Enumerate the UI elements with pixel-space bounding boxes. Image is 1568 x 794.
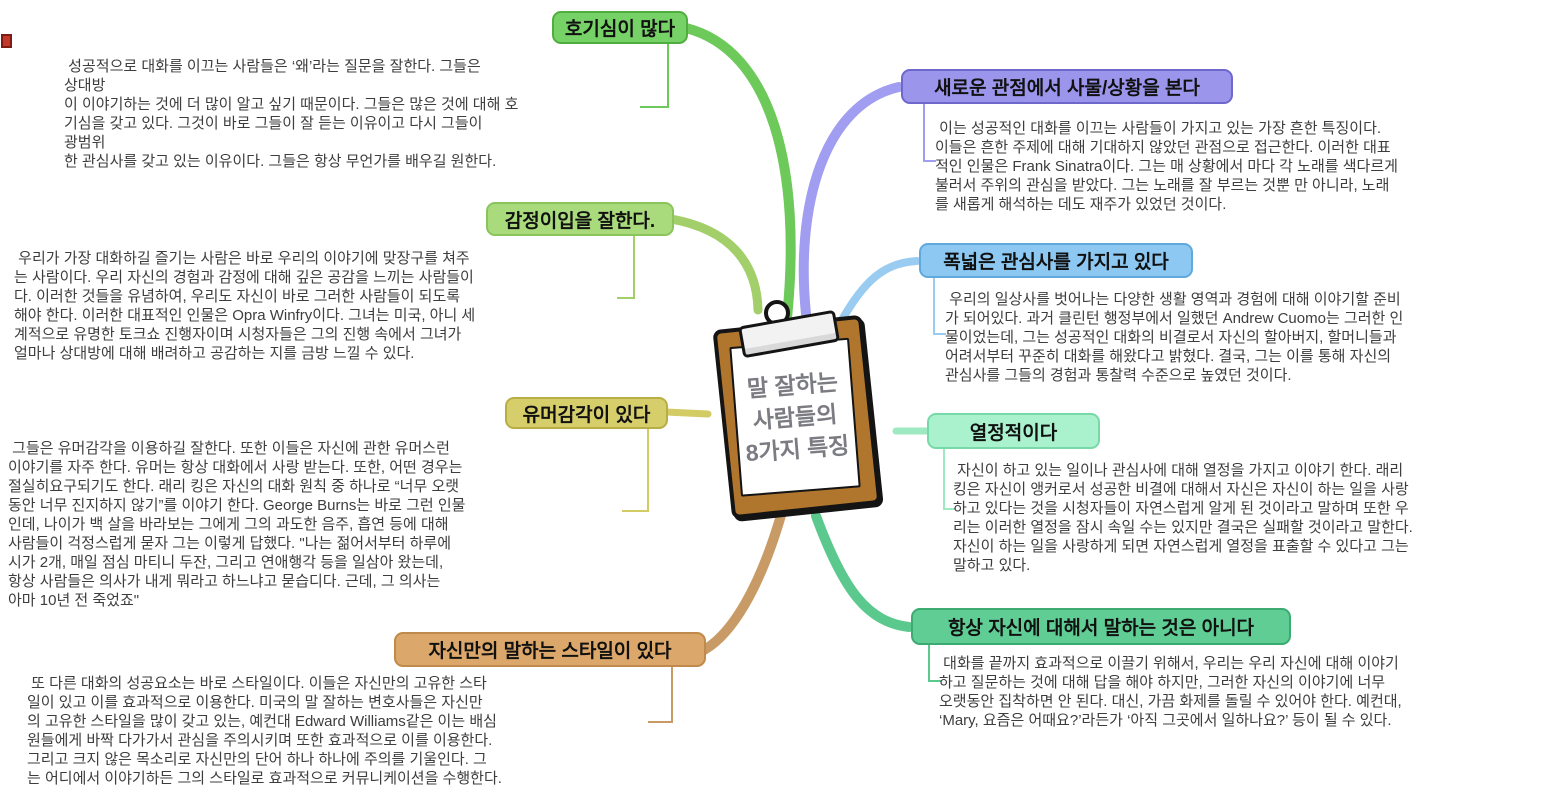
node-empathy[interactable]: 감정이입을 잘한다.	[486, 202, 674, 236]
bracket-interests	[933, 277, 946, 335]
node-passion-label: 열정적이다	[969, 422, 1058, 444]
branch-line-perspective	[798, 82, 904, 319]
body-empathy[interactable]: 우리가 가장 대화하길 즐기는 사람은 바로 우리의 이야기에 맞장구를 쳐주 …	[14, 250, 476, 362]
body-style[interactable]: 또 다른 대화의 성공요소는 바로 스타일이다. 이들은 자신만의 고유한 스타…	[27, 675, 502, 787]
bracket-passion	[943, 448, 956, 510]
body-notself[interactable]: 대화를 끝까지 효과적으로 이끌기 위해서, 우리는 우리 자신에 대해 이야기…	[939, 655, 1402, 729]
node-notself[interactable]: 항상 자신에 대해서 말하는 것은 아니다	[911, 608, 1291, 645]
node-humor[interactable]: 유머감각이 있다	[505, 397, 668, 429]
branch-line-notself	[811, 511, 914, 632]
body-interests[interactable]: 우리의 일상사를 벗어나는 다양한 생활 영역과 경험에 대해 이야기할 준비 …	[945, 291, 1404, 384]
bracket-style	[648, 666, 673, 723]
body-humor[interactable]: 그들은 유머감각을 이용하길 잘한다. 또한 이들은 자신에 관한 유머스런 이…	[8, 440, 466, 609]
node-style[interactable]: 자신만의 말하는 스타일이 있다	[394, 632, 706, 667]
node-perspective-label: 새로운 관점에서 사물/상황을 본다	[934, 78, 1200, 99]
root-title: 말 잘하는 사람들의 8가지 특징	[744, 368, 851, 467]
branch-line-curious	[681, 23, 796, 323]
node-curious[interactable]: 호기심이 많다	[552, 11, 688, 44]
body-perspective[interactable]: 이는 성공적인 대화를 이끄는 사람들이 가지고 있는 가장 흔한 특징이다. …	[935, 120, 1398, 213]
node-notself-label: 항상 자신에 대해서 말하는 것은 아니다	[947, 618, 1255, 639]
bracket-empathy	[617, 236, 635, 299]
branch-line-humor	[662, 408, 712, 418]
bracket-curious	[640, 44, 669, 108]
bracket-notself	[928, 644, 941, 682]
node-style-label: 자신만의 말하는 스타일이 있다	[428, 641, 672, 662]
bracket-perspective	[923, 103, 936, 162]
node-passion[interactable]: 열정적이다	[927, 413, 1100, 449]
branch-line-empathy	[666, 214, 763, 315]
node-interests-label: 폭넓은 관심사를 가지고 있다	[943, 252, 1169, 273]
branch-line-style	[699, 507, 787, 655]
red-marker-icon	[1, 34, 12, 48]
node-perspective[interactable]: 새로운 관점에서 사물/상황을 본다	[901, 69, 1233, 104]
clipboard-paper: 말 잘하는 사람들의 8가지 특징	[729, 337, 861, 497]
node-curious-label: 호기심이 많다	[564, 19, 676, 40]
body-curious[interactable]: 성공적으로 대화를 이끄는 사람들은 ‘왜’라는 질문을 잘한다. 그들은 상대…	[64, 58, 519, 170]
root-node-clipboard[interactable]: 말 잘하는 사람들의 8가지 특징	[688, 298, 923, 538]
body-passion[interactable]: 자신이 하고 있는 일이나 관심사에 대해 열정을 가지고 이야기 한다. 래리…	[953, 462, 1413, 574]
node-interests[interactable]: 폭넓은 관심사를 가지고 있다	[919, 243, 1193, 278]
node-empathy-label: 감정이입을 잘한다.	[504, 210, 656, 232]
node-humor-label: 유머감각이 있다	[522, 404, 651, 426]
bracket-humor	[622, 428, 649, 512]
